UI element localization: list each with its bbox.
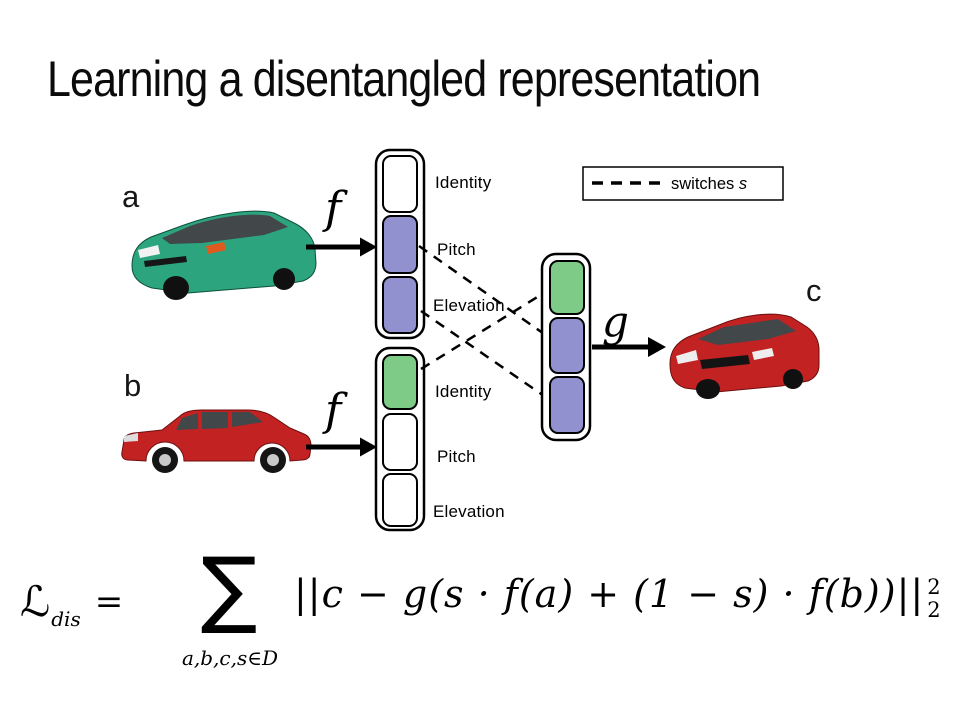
arrow-f-a — [306, 237, 377, 257]
car-a-indicator — [206, 242, 226, 254]
car-c-label: c — [806, 273, 822, 308]
formula-superscript: 2 — [927, 575, 941, 600]
car-b-image — [121, 409, 312, 473]
vector-b-cell-elevation — [382, 473, 418, 527]
car-c-headlight-right — [752, 348, 774, 360]
vector-a-cell-pitch — [382, 215, 418, 274]
diagram-canvas — [121, 148, 820, 532]
arrow-f-b — [306, 437, 377, 457]
vector-b-cell-pitch — [382, 413, 418, 471]
formula-equals: = — [94, 582, 124, 622]
function-f-b-label: f — [325, 385, 342, 436]
car-c-rear-wheel — [783, 369, 803, 389]
formula-sum-symbol: ∑ — [200, 539, 258, 637]
car-a-rear-wheel — [273, 268, 295, 290]
vector-b-cell-identity — [382, 354, 418, 410]
car-a-windows — [162, 214, 288, 244]
formula-expression-body: ||c − g(s · f(a) + (1 − s) · f(b))|| — [294, 572, 925, 616]
switch-lines — [418, 244, 548, 400]
vector-a-pitch-label: Pitch — [437, 240, 476, 259]
vector-c — [540, 252, 592, 442]
vector-b-identity-label: Identity — [435, 382, 492, 401]
formula-subscript: 2 — [927, 597, 941, 622]
car-c-front-wheel — [696, 379, 720, 399]
car-a-headlight — [138, 245, 160, 258]
vector-c-cell-pitch — [549, 317, 585, 374]
car-b-window-rear — [232, 412, 263, 427]
legend-box — [582, 166, 784, 201]
formula-sum-subscript: a,b,c,s∈D — [181, 646, 279, 670]
formula-loss-term: ℒdis = — [20, 577, 123, 631]
vector-a-cell-identity — [382, 155, 418, 213]
vector-b — [374, 346, 426, 532]
formula-loss-symbol: ℒ — [20, 577, 51, 626]
car-a-image — [131, 210, 317, 300]
vector-b-elevation-label: Elevation — [433, 502, 505, 521]
vector-a — [374, 148, 426, 340]
vector-c-cell-elevation — [549, 376, 585, 434]
function-g-label: g — [602, 297, 629, 346]
legend-label: switches s — [671, 175, 747, 194]
arrow-g — [592, 337, 666, 357]
vector-a-elevation-label: Elevation — [433, 296, 505, 315]
vector-a-identity-label: Identity — [435, 173, 492, 192]
formula-sum: ∑ — [186, 539, 272, 637]
switch-line-identity-b — [420, 289, 548, 371]
car-b-window-front — [176, 413, 198, 430]
switch-line-pitch-a — [418, 244, 548, 338]
car-a-front-wheel — [163, 276, 189, 300]
vector-c-cell-identity — [549, 260, 585, 315]
car-c-image — [669, 313, 820, 399]
formula-loss-subscript: dis — [51, 607, 81, 631]
car-c-grille — [700, 355, 750, 369]
legend-text: switches — [671, 175, 735, 193]
page-title: Learning a disentangled representation — [47, 51, 761, 107]
function-f-a-label: f — [325, 183, 342, 234]
car-b-window-mid — [202, 412, 228, 429]
car-a-label: a — [122, 179, 140, 214]
car-b-headlight — [124, 433, 138, 442]
switch-line-elevation-a — [420, 309, 548, 400]
car-b-body — [121, 409, 312, 462]
legend-switch-var: s — [738, 175, 748, 193]
car-c-headlight-left — [676, 350, 698, 364]
car-a-grille — [144, 256, 187, 267]
car-c-windows — [698, 319, 796, 345]
car-b-front-hub — [159, 454, 171, 466]
car-b-label: b — [124, 368, 142, 403]
car-b-rear-hub — [267, 454, 279, 466]
vector-a-cell-elevation — [382, 276, 418, 334]
vector-b-pitch-label: Pitch — [437, 447, 476, 466]
